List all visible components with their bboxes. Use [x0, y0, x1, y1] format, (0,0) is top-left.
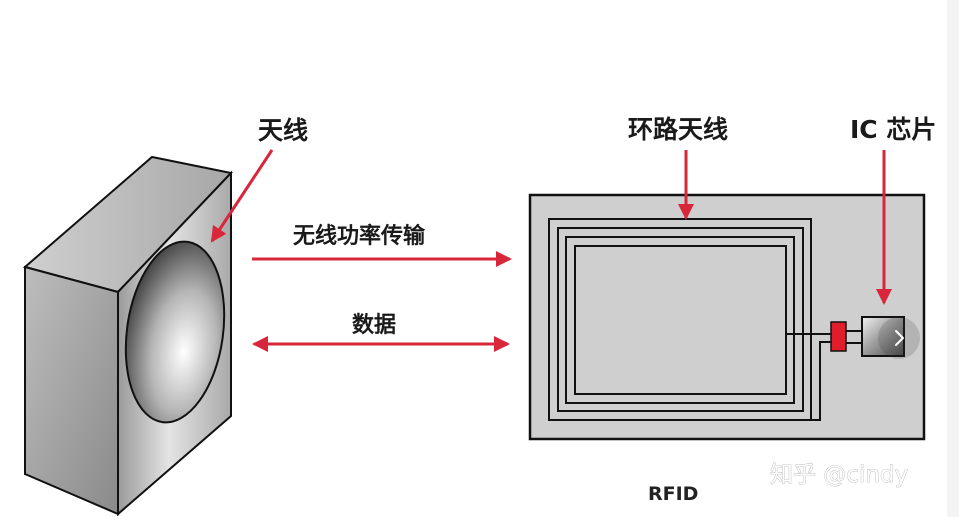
reader-side-face	[24, 265, 119, 516]
zhihu-watermark: 知乎 @cindy	[770, 462, 908, 488]
rfid-tag-card	[528, 193, 926, 441]
antenna-lead-bottom	[811, 341, 832, 421]
rfid-tag	[528, 193, 926, 441]
loop-antenna-ring-3	[565, 236, 795, 404]
image-next-overlay[interactable]	[878, 317, 920, 359]
data-label: 数据	[352, 312, 396, 338]
reader-antenna-box	[22, 155, 233, 517]
ic-chip	[861, 316, 905, 357]
reader-antenna-hole	[124, 240, 226, 424]
reader-antenna-arrow	[210, 149, 274, 243]
wireless-power-label: 无线功率传输	[293, 223, 426, 249]
loop-antenna-ring-2	[557, 227, 804, 412]
rfid-caption: RFID	[648, 483, 698, 505]
loop-antenna-ring-4	[574, 245, 787, 395]
loop-antenna-label: 环路天线	[628, 115, 728, 144]
antenna-lead-top	[785, 325, 832, 335]
chip-connector	[830, 321, 847, 352]
next-overlay-circle[interactable]	[878, 317, 920, 359]
chevron-right-icon[interactable]	[895, 330, 904, 346]
ic-chip-label: IC 芯片	[850, 115, 936, 144]
reader-antenna-label: 天线	[258, 116, 308, 145]
page-edge-bar	[947, 0, 959, 517]
